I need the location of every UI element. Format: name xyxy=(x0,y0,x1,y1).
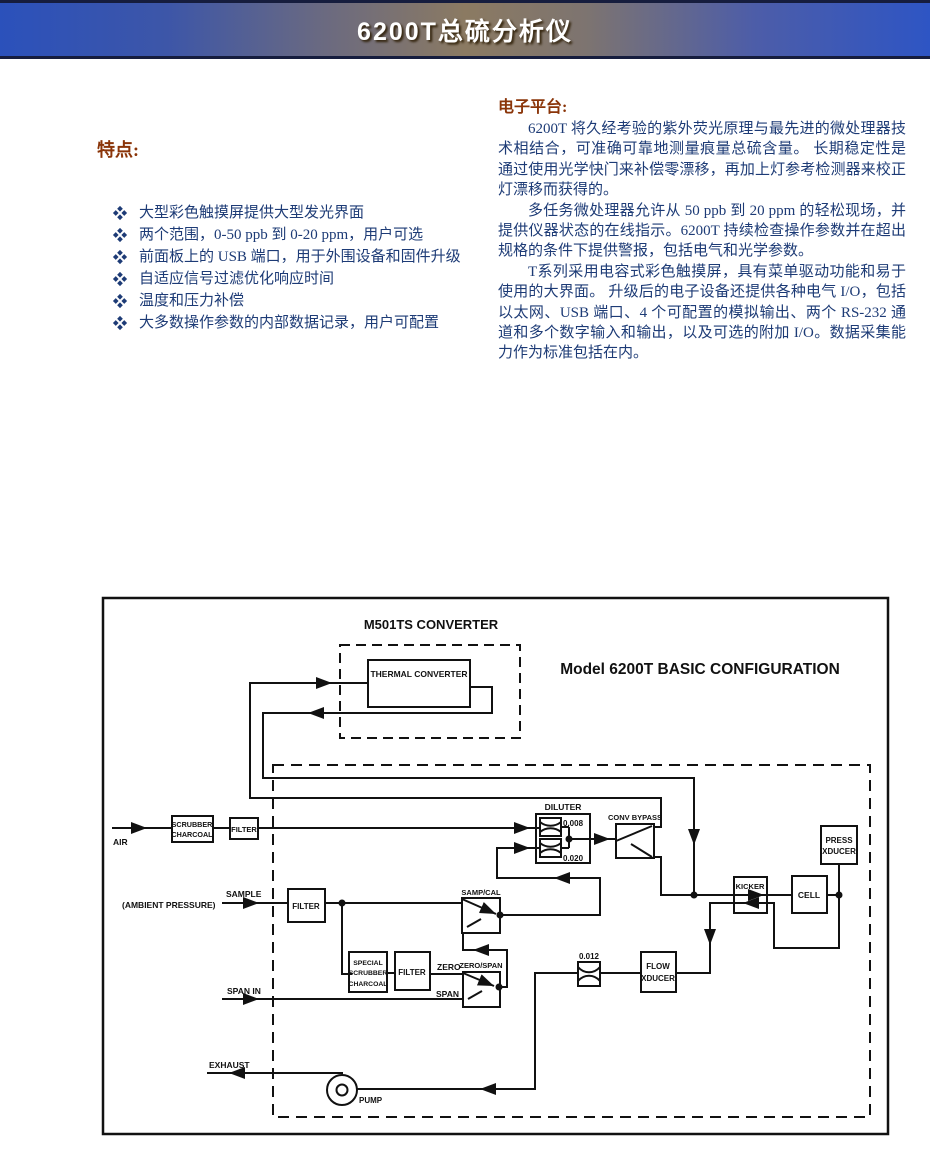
sample-filter-box xyxy=(287,888,326,923)
special-scrubber-label: SCRUBBER xyxy=(349,970,388,977)
air-filter-label: FILTER xyxy=(231,825,257,834)
orifice-012-label: 0.012 xyxy=(579,952,600,961)
bullet-diamond-icon xyxy=(112,293,128,309)
orifice-020 xyxy=(539,838,562,858)
scrubber-charcoal-box xyxy=(171,815,214,843)
m501ts-label: M501TS CONVERTER xyxy=(364,617,499,632)
platform-section: 电子平台: 6200T 将久经考验的紫外荧光原理与最先进的微处理器技术相结合，可… xyxy=(498,93,906,364)
press-xducer-label: XDUCER xyxy=(822,847,856,856)
bullet-diamond-icon xyxy=(112,205,128,221)
orifice-012 xyxy=(577,961,601,987)
orifice-curves xyxy=(539,821,601,982)
orifice-008 xyxy=(539,817,562,837)
scrubber-label: CHARCOAL xyxy=(171,830,213,839)
sampcal-label: SAMP/CAL xyxy=(461,888,501,897)
span-in-label: SPAN IN xyxy=(227,986,261,996)
list-item: 前面板上的 USB 端口，用于外围设备和固件升级 xyxy=(97,246,483,268)
bullet-diamond-icon xyxy=(112,315,128,331)
kicker-label: KICKER xyxy=(736,882,765,891)
scrubber-label: SCRUBBER xyxy=(172,820,214,829)
features-list: 大型彩色触摸屏提供大型发光界面 两个范围，0-50 ppb 到 0-20 ppm… xyxy=(97,202,483,334)
flow-xducer-box xyxy=(640,951,677,993)
analyzer-dashed-box xyxy=(272,764,871,1118)
list-item: 自适应信号过滤优化响应时间 xyxy=(97,268,483,290)
diagram-frame xyxy=(101,596,890,1136)
features-heading: 特点: xyxy=(97,140,139,160)
press-xducer-box xyxy=(820,825,858,865)
features-section: 特点: 大型彩色触摸屏提供大型发光界面 两个范围，0-50 ppb 到 0-20… xyxy=(97,136,483,334)
bullet-diamond-icon xyxy=(112,249,128,265)
special-scrubber-label: SPECIAL xyxy=(353,960,382,967)
list-item: 大型彩色触摸屏提供大型发光界面 xyxy=(97,202,483,224)
title-banner: 6200T总硫分析仪 xyxy=(0,0,930,59)
special-scrubber-label: CHARCOAL xyxy=(349,981,388,988)
pump-symbol xyxy=(326,1074,358,1106)
orifice-008-label: 0.008 xyxy=(563,819,584,828)
feature-text: 大型彩色触摸屏提供大型发光界面 xyxy=(139,205,365,221)
converter-dashed-box xyxy=(339,644,521,739)
flow-diagram: M501TS CONVERTER Model 6200T BASIC CONFI… xyxy=(100,595,890,1145)
feature-text: 两个范围，0-50 ppb 到 0-20 ppm，用户可选 xyxy=(139,227,424,243)
exhaust-label: EXHAUST xyxy=(209,1060,250,1070)
flow-lines xyxy=(112,677,840,1095)
junction-dots xyxy=(338,835,843,991)
cell-label: CELL xyxy=(798,890,820,900)
zerospan-valve xyxy=(462,971,501,1008)
conv-bypass-label: CONV BYPASS xyxy=(608,813,662,822)
press-xducer-label: PRESS xyxy=(825,836,853,845)
flow-xducer-label: XDUCER xyxy=(641,974,675,983)
thermal-converter-box xyxy=(367,659,471,708)
list-item: 温度和压力补偿 xyxy=(97,290,483,312)
zero-label: ZERO xyxy=(437,962,461,972)
feature-text: 温度和压力补偿 xyxy=(139,293,245,309)
zerospan-label: ZERO/SPAN xyxy=(459,961,502,970)
diluter-label: DILUTER xyxy=(545,802,582,812)
platform-heading: 电子平台: xyxy=(498,99,568,116)
diagram-title: Model 6200T BASIC CONFIGURATION xyxy=(560,661,840,678)
ambient-label: (AMBIENT PRESSURE) xyxy=(122,900,216,910)
feature-text: 自适应信号过滤优化响应时间 xyxy=(139,271,335,287)
list-item: 大多数操作参数的内部数据记录，用户可配置 xyxy=(97,312,483,334)
thermal-label: THERMAL CONVERTER xyxy=(370,669,467,679)
bullet-diamond-icon xyxy=(112,227,128,243)
zero-filter-label: FILTER xyxy=(398,968,426,977)
bullet-diamond-icon xyxy=(112,271,128,287)
conv-bypass-valve xyxy=(615,823,655,859)
span-label: SPAN xyxy=(436,989,459,999)
zero-filter-box xyxy=(394,951,431,991)
sample-filter-label: FILTER xyxy=(292,902,320,911)
list-item: 两个范围，0-50 ppb 到 0-20 ppm，用户可选 xyxy=(97,224,483,246)
flow-diagram-svg: M501TS CONVERTER Model 6200T BASIC CONFI… xyxy=(101,596,890,1136)
feature-text: 大多数操作参数的内部数据记录，用户可配置 xyxy=(139,315,440,331)
platform-paragraph: T系列采用电容式彩色触摸屏，具有菜单驱动功能和易于使用的大界面。 升级后的电子设… xyxy=(498,263,906,362)
platform-paragraph: 6200T 将久经考验的紫外荧光原理与最先进的微处理器技术相结合，可准确可靠地测… xyxy=(498,121,906,199)
pump-label: PUMP xyxy=(359,1096,383,1105)
page-title: 6200T总硫分析仪 xyxy=(357,17,573,46)
feature-text: 前面板上的 USB 端口，用于外围设备和固件升级 xyxy=(139,249,461,265)
flow-xducer-label: FLOW xyxy=(646,962,670,971)
orifice-020-label: 0.020 xyxy=(563,854,584,863)
air-label: AIR xyxy=(113,837,128,847)
sample-label: SAMPLE xyxy=(226,889,262,899)
platform-paragraph: 多任务微处理器允许从 50 ppb 到 20 ppm 的轻松现场，并提供仪器状态… xyxy=(498,202,906,260)
